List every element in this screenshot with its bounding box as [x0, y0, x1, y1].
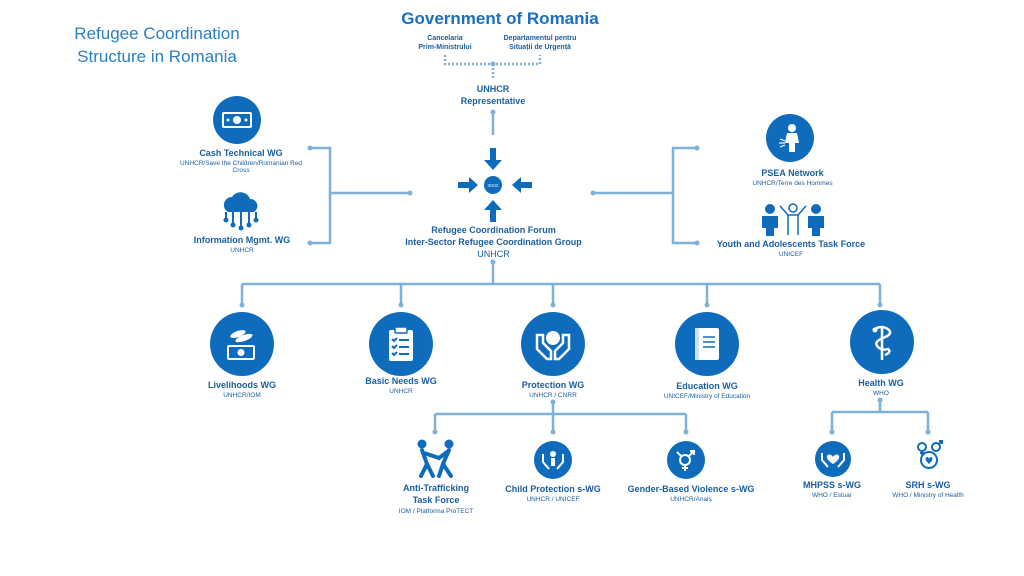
health-caduceus-icon [850, 310, 914, 374]
livelihoods-wg: Livelihoods WG UNHCR/IOM [207, 380, 276, 399]
government-right-office: Departamentul pentru Situații de Urgență [503, 35, 577, 51]
person-shield-icon [766, 114, 814, 162]
forum-center-label: ISCG [487, 183, 499, 188]
anti-trafficking-icon [417, 439, 454, 478]
unhcr-representative: UNHCR Representative [460, 84, 526, 106]
livelihoods-icon [210, 312, 274, 376]
gender-based-violence-swg: Gender-Based Violence s-WG UNHCR/Anais [627, 484, 755, 503]
youth-adolescents-task-force: Youth and Adolescents Task Force UNICEF [716, 239, 866, 258]
srh-swg: SRH s-WG WHO / Ministry of Health [892, 480, 964, 499]
book-icon [675, 312, 739, 376]
cloud-network-icon [223, 192, 259, 231]
child-protection-swg: Child Protection s-WG UNHCR / UNICEF [505, 484, 601, 503]
srh-icon [917, 440, 943, 469]
government-left-office: Cancelaria Prim-Ministrului [418, 35, 472, 51]
youth-group-icon [762, 203, 824, 236]
child-protection-icon [534, 441, 572, 479]
cash-technical-wg: Cash Technical WG UNHCR/Save the Childre… [179, 148, 303, 174]
health-wg: Health WG WHO [858, 378, 904, 397]
mhpss-swg: MHPSS s-WG WHO / Estuar [802, 480, 861, 499]
psea-network: PSEA Network UNHCR/Terre des Hommes [752, 168, 833, 187]
basic-needs-wg: Basic Needs WG UNHCR [365, 376, 437, 395]
government-title: Government of Romania [401, 9, 599, 28]
protection-hands-icon [521, 312, 585, 376]
education-wg: Education WG UNICEF/Ministry of Educatio… [663, 381, 751, 400]
gender-icon [667, 441, 705, 479]
refugee-coordination-forum: Refugee Coordination Forum Inter-Sector … [405, 225, 582, 259]
protection-wg: Protection WG UNHCR / CNRR [521, 380, 585, 399]
mental-health-icon [815, 441, 851, 477]
page-title: Refugee Coordination Structure in Romani… [74, 24, 240, 66]
forum-arrows-icon: ISCG [458, 148, 532, 222]
cash-icon [213, 96, 261, 144]
anti-trafficking-task-force: Anti-Trafficking Task Force IOM / Platfo… [398, 483, 474, 515]
clipboard-icon [369, 312, 433, 376]
information-mgmt-wg: Information Mgmt. WG UNHCR [193, 235, 291, 254]
